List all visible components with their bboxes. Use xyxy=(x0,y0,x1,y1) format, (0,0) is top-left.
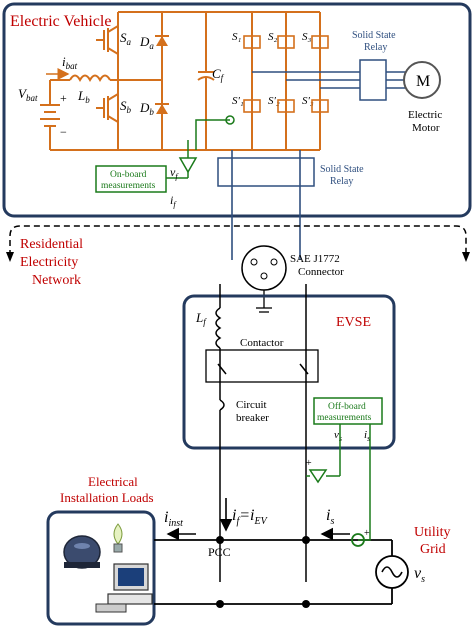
network-title-3: Network xyxy=(32,273,81,288)
onboard-line1: On-board xyxy=(110,170,147,180)
offboard-is: is xyxy=(364,429,370,443)
computer-icon xyxy=(95,563,153,613)
relay-1-box xyxy=(359,59,387,101)
inductor-lb-label: Lb xyxy=(77,88,90,105)
grid-bus xyxy=(156,539,393,605)
diode-da xyxy=(156,36,168,46)
inv-s3p: S′₃ xyxy=(302,95,314,107)
offboard-amp xyxy=(308,469,328,484)
offboard-plus: + xyxy=(306,458,312,469)
offboard-vs: vs xyxy=(334,429,342,443)
breaker-icon xyxy=(219,399,225,411)
inv-s1p: S′₁ xyxy=(232,95,244,107)
grid-plus: + xyxy=(364,528,370,539)
battery-minus: − xyxy=(60,125,67,139)
breaker-line2: breaker xyxy=(236,412,269,424)
dc-link-capacitor xyxy=(197,12,215,150)
evse-panel xyxy=(182,294,396,450)
contactor-box xyxy=(205,349,319,383)
inverter-switches xyxy=(243,35,329,113)
i-inst-label: iinst xyxy=(164,509,183,529)
diode-db-label: Db xyxy=(139,100,154,117)
relay-2-box xyxy=(217,157,315,187)
offboard-line1: Off-board xyxy=(328,401,366,412)
switch-sb-label: Sb xyxy=(120,98,132,115)
onboard-line2: measurements xyxy=(101,181,156,191)
evse-title: EVSE xyxy=(336,315,371,330)
ibat-label: ibat xyxy=(62,54,78,71)
loads-title-2: Installation Loads xyxy=(60,490,154,505)
battery-label: Vbat xyxy=(18,86,38,103)
inverter xyxy=(251,11,321,151)
inv-s2: S₂ xyxy=(268,31,278,43)
relay-1-line1: Solid State xyxy=(352,30,396,41)
offboard-line2: measurements xyxy=(317,413,372,423)
inv-s3: S₃ xyxy=(302,31,312,43)
vf-label: vf xyxy=(170,165,179,181)
compressor-icon xyxy=(63,535,101,569)
inductor-lb xyxy=(69,74,111,83)
inv-s1: S₁ xyxy=(232,31,242,43)
pcc-label: PCC xyxy=(208,545,231,559)
motor-wiring xyxy=(252,71,410,89)
battery xyxy=(40,79,118,151)
filter-lf-label: Lf xyxy=(195,310,207,327)
motor-symbol: M xyxy=(416,73,430,90)
breaker-line1: Circuit xyxy=(236,399,267,411)
evse-wiring xyxy=(215,284,307,582)
motor-label-2: Motor xyxy=(412,122,440,134)
dcdc-converter xyxy=(96,11,300,151)
relay-2-line1: Solid State xyxy=(320,164,364,175)
if-label: if xyxy=(170,193,177,209)
connector-line1: SAE J1772 xyxy=(290,253,340,265)
onboard-amp xyxy=(178,157,198,174)
switch-sa-label: Sa xyxy=(120,30,132,47)
motor-icon xyxy=(403,61,441,99)
i-ev-label: if=iEV xyxy=(232,507,269,527)
onboard-measurements-box xyxy=(95,165,167,193)
cap-cf-label: Cf xyxy=(212,66,225,83)
ev-panel xyxy=(2,2,472,218)
relay-1-line2: Relay xyxy=(364,42,387,53)
grid-title-2: Grid xyxy=(420,542,446,557)
diode-da-label: Da xyxy=(139,34,154,51)
network-arc xyxy=(9,225,467,256)
diode-db xyxy=(156,104,168,114)
connector-line2: Connector xyxy=(298,266,344,278)
battery-plus: + xyxy=(60,91,67,105)
inv-s2p: S′₂ xyxy=(268,95,280,107)
network-title-2: Electricity xyxy=(20,255,78,270)
contactor-label: Contactor xyxy=(240,337,284,349)
lamp-icon xyxy=(113,523,123,553)
loads-panel xyxy=(46,510,156,626)
ev-title: Electric Vehicle xyxy=(10,13,111,30)
pcc-node xyxy=(216,536,224,544)
loads-title-1: Electrical xyxy=(88,474,138,489)
motor-label-1: Electric xyxy=(408,109,442,121)
i-s-label: is xyxy=(326,507,334,527)
relay-2-line2: Relay xyxy=(330,176,353,187)
offboard-measurements-box xyxy=(313,397,383,425)
network-title-1: Residential xyxy=(20,237,83,252)
connector-icon xyxy=(241,245,287,291)
grid-vs-label: vs xyxy=(414,565,425,585)
grid-title-1: Utility xyxy=(414,525,451,540)
